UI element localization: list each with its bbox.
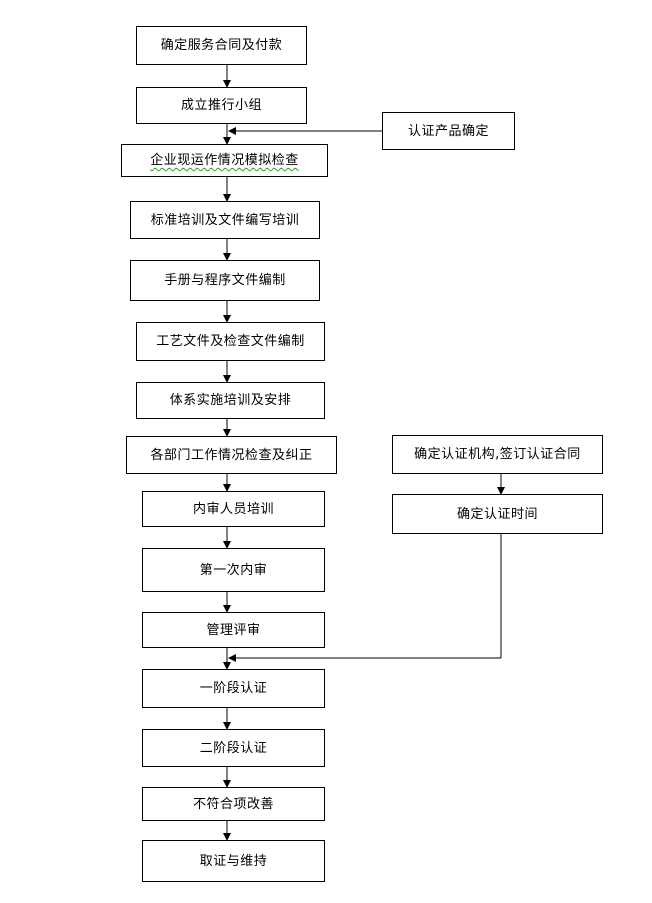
step-label: 手册与程序文件编制	[164, 273, 286, 288]
step-system-implementation-training: 体系实施培训及安排	[136, 382, 325, 419]
step-label: 工艺文件及检查文件编制	[156, 334, 305, 349]
step-label: 确定服务合同及付款	[160, 38, 283, 53]
step-establish-team: 成立推行小组	[136, 87, 307, 124]
side-step-label: 确定认证时间	[456, 506, 538, 522]
step-stage-two-certification: 二阶段认证	[142, 729, 325, 767]
step-label: 一阶段认证	[199, 681, 268, 696]
side-step-label: 确定认证机构,签订认证合同	[414, 447, 581, 462]
side-step-certification-body-contract: 确定认证机构,签订认证合同	[392, 435, 603, 474]
step-simulated-inspection: 企业现运作情况模拟检查	[121, 144, 328, 177]
step-stage-one-certification: 一阶段认证	[142, 669, 325, 708]
step-internal-auditor-training: 内审人员培训	[142, 491, 325, 527]
step-label: 成立推行小组	[180, 98, 262, 113]
step-label: 企业现运作情况模拟检查	[150, 153, 299, 168]
step-label: 内审人员培训	[192, 501, 274, 517]
step-certificate-maintenance: 取证与维持	[142, 840, 325, 882]
step-confirm-service-contract: 确定服务合同及付款	[136, 26, 307, 65]
step-label: 体系实施培训及安排	[169, 393, 292, 408]
step-label: 不符合项改善	[192, 796, 274, 812]
step-manual-procedure-docs: 手册与程序文件编制	[130, 260, 320, 301]
step-label: 各部门工作情况检查及纠正	[150, 447, 313, 463]
side-step-certification-time: 确定认证时间	[392, 494, 603, 534]
step-label: 第一次内审	[199, 562, 268, 578]
step-label: 标准培训及文件编写培训	[150, 212, 300, 228]
step-nonconformity-improvement: 不符合项改善	[142, 787, 325, 821]
step-label: 取证与维持	[199, 853, 268, 869]
side-step-label: 认证产品确定	[407, 123, 489, 139]
step-process-inspection-docs: 工艺文件及检查文件编制	[136, 322, 325, 361]
step-first-internal-audit: 第一次内审	[142, 548, 325, 592]
step-management-review: 管理评审	[142, 612, 325, 648]
side-step-product-certification: 认证产品确定	[382, 112, 515, 150]
step-label: 二阶段认证	[199, 740, 268, 756]
step-label: 管理评审	[206, 622, 261, 638]
step-standard-training: 标准培训及文件编写培训	[130, 201, 320, 239]
step-department-check-correction: 各部门工作情况检查及纠正	[126, 436, 337, 474]
